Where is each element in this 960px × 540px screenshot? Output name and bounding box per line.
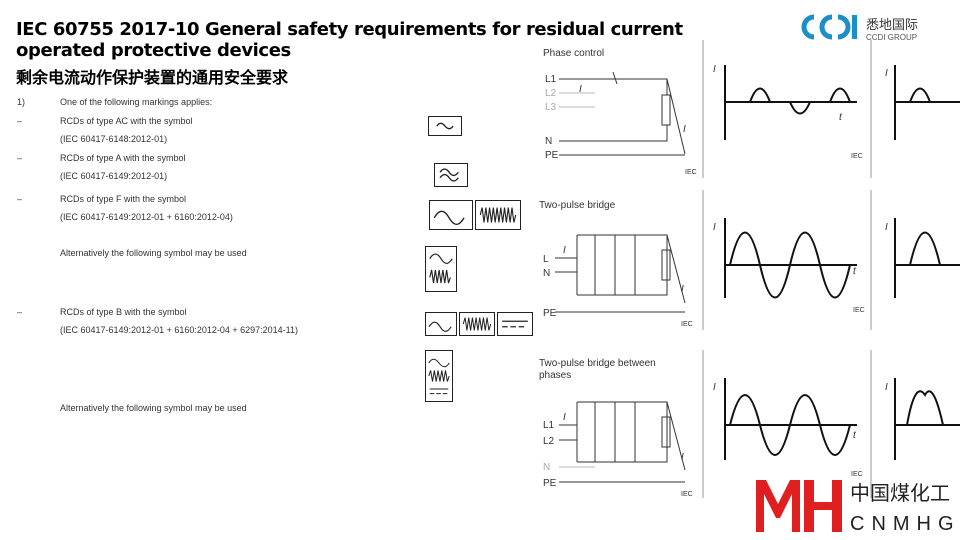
list-marker: 1): [17, 97, 26, 107]
svg-text:I: I: [885, 382, 888, 393]
svg-text:悉地国际: 悉地国际: [866, 17, 918, 32]
list-item: (IEC 60417-6148:2012-01): [60, 134, 168, 144]
svg-text:phases: phases: [539, 370, 571, 381]
list-item: Alternatively the following symbol may b…: [60, 248, 247, 258]
svg-text:L3: L3: [545, 102, 557, 113]
svg-text:PE: PE: [543, 478, 557, 489]
cnmhg-logo: 中国煤化工 CNMHG: [756, 480, 960, 535]
list-item: RCDs of type B with the symbol: [60, 307, 187, 317]
ccdi-logo: 悉地国际 CCDI GROUP: [801, 14, 918, 42]
svg-text:中国煤化工: 中国煤化工: [850, 482, 950, 505]
svg-text:N: N: [543, 462, 550, 473]
svg-text:N: N: [545, 136, 552, 147]
svg-text:I: I: [885, 222, 888, 233]
svg-text:L2: L2: [543, 436, 555, 447]
list-item: One of the following markings applies:: [60, 97, 213, 107]
svg-text:L2: L2: [545, 88, 557, 99]
type-b-symbol-b-icon: [459, 312, 495, 336]
svg-text:I: I: [579, 84, 582, 95]
svg-text:N: N: [543, 268, 550, 279]
ac-symbol-icon: [428, 116, 462, 136]
two-pulse-bridge-phases-panel: Two-pulse bridge between phases L1 L2 N …: [539, 358, 960, 498]
two-pulse-bridge-panel: Two-pulse bridge L N PE I I IEC I t IEC …: [539, 200, 960, 328]
svg-text:I: I: [885, 68, 888, 79]
svg-text:t: t: [853, 430, 857, 441]
page-subtitle: 剩余电流动作保护装置的通用安全要求: [16, 68, 289, 87]
svg-text:t: t: [839, 112, 843, 123]
svg-text:L1: L1: [545, 74, 557, 85]
svg-text:L1: L1: [543, 420, 555, 431]
svg-text:L: L: [543, 254, 549, 265]
svg-text:IEC: IEC: [685, 169, 697, 176]
svg-text:IEC: IEC: [853, 307, 865, 314]
list-item: RCDs of type AC with the symbol: [60, 116, 193, 126]
svg-text:Two-pulse bridge: Two-pulse bridge: [539, 200, 616, 211]
svg-text:IEC: IEC: [681, 491, 693, 498]
svg-text:I: I: [713, 382, 716, 393]
type-f-symbol-b-icon: [475, 200, 521, 230]
svg-text:I: I: [563, 412, 566, 423]
svg-text:CNMHG: CNMHG: [850, 513, 960, 535]
list-marker: –: [17, 307, 23, 317]
type-b-alt-symbol-icon: [425, 350, 453, 402]
svg-text:IEC: IEC: [681, 321, 693, 328]
svg-text:IEC: IEC: [851, 471, 863, 478]
svg-text:PE: PE: [545, 150, 559, 161]
svg-text:I: I: [563, 245, 566, 256]
svg-text:IEC: IEC: [851, 153, 863, 160]
list-item: Alternatively the following symbol may b…: [60, 403, 247, 413]
svg-text:CCDI GROUP: CCDI GROUP: [866, 33, 917, 42]
type-a-symbol-icon: [434, 163, 468, 187]
circuit-panels: Phase control L1 L2 L3 N PE I I IEC I t …: [539, 40, 960, 498]
list-item: (IEC 60417-6149:2012-01 + 6160:2012-04 +…: [60, 325, 299, 335]
svg-text:Phase control: Phase control: [543, 48, 604, 59]
list-item: RCDs of type A with the symbol: [60, 153, 186, 163]
svg-text:PE: PE: [543, 308, 557, 319]
type-f-symbol-a-icon: [429, 200, 473, 230]
list-marker: –: [17, 194, 23, 204]
svg-text:Two-pulse bridge between: Two-pulse bridge between: [539, 358, 656, 369]
type-b-symbol-a-icon: [425, 312, 457, 336]
phase-control-panel: Phase control L1 L2 L3 N PE I I IEC I t …: [543, 48, 960, 176]
list-marker: –: [17, 153, 23, 163]
list-item: (IEC 60417-6149:2012-01 + 6160:2012-04): [60, 212, 233, 222]
svg-text:I: I: [681, 452, 684, 463]
svg-text:I: I: [713, 222, 716, 233]
list-item: (IEC 60417-6149:2012-01): [60, 171, 168, 181]
page-title: IEC 60755 2017-10 General safety require…: [16, 19, 683, 61]
svg-text:I: I: [681, 284, 684, 295]
list-item: RCDs of type F with the symbol: [60, 194, 187, 204]
svg-text:I: I: [713, 64, 716, 75]
type-f-alt-symbol-icon: [425, 246, 457, 292]
svg-text:I: I: [683, 124, 686, 135]
svg-text:t: t: [853, 266, 857, 277]
type-b-symbol-dc-icon: [497, 312, 533, 336]
list-marker: –: [17, 116, 23, 126]
